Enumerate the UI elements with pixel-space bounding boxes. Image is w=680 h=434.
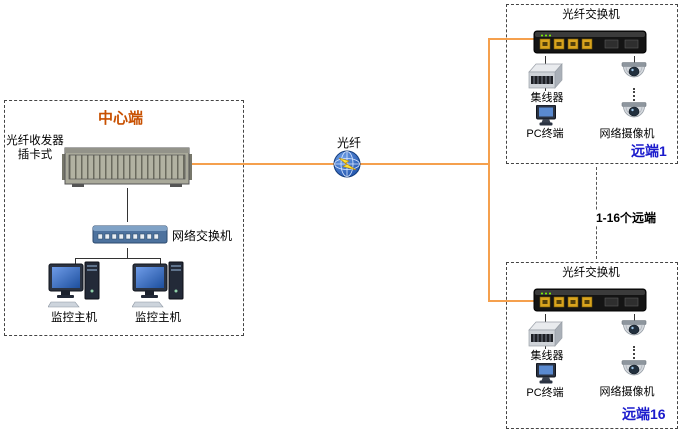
line-to-host1 bbox=[75, 258, 76, 268]
remote16-camera-label: 网络摄像机 bbox=[599, 386, 655, 398]
network-switch-label: 网络交换机 bbox=[172, 229, 233, 243]
remote1-camera-ellipsis bbox=[633, 88, 635, 101]
transceiver-label-line1: 光纤收发器 bbox=[6, 135, 64, 147]
remote16-camera2-icon bbox=[621, 360, 647, 389]
remote1-camera2-icon bbox=[621, 102, 647, 131]
remote16-hub-label: 集线器 bbox=[524, 349, 570, 363]
remote1-pc-icon bbox=[535, 104, 557, 133]
remote1-line-switch-hub bbox=[545, 56, 546, 64]
remote1-name: 远端1 bbox=[631, 143, 667, 159]
monitor-host2-icon bbox=[131, 261, 186, 314]
host1-label: 监控主机 bbox=[51, 312, 97, 324]
remote1-line-switch-camera bbox=[634, 56, 635, 63]
monitor-host1-icon bbox=[47, 261, 102, 314]
remote16-group-box bbox=[506, 262, 678, 429]
remote16-fiber-switch-icon bbox=[533, 286, 647, 319]
line-to-host2 bbox=[160, 258, 161, 268]
remote16-line-switch-hub bbox=[545, 314, 546, 322]
line-hosts-horizontal bbox=[75, 258, 161, 259]
remote1-camera-label: 网络摄像机 bbox=[599, 128, 655, 140]
remote1-hub-label: 集线器 bbox=[524, 91, 570, 105]
fiber-label: 光纤 bbox=[337, 136, 362, 150]
host2-label: 监控主机 bbox=[135, 312, 181, 324]
remote1-fiber-switch-icon bbox=[533, 28, 647, 61]
fiber-link-trunk bbox=[488, 38, 490, 302]
remote-range-label: 1-16个远端 bbox=[584, 211, 668, 225]
transceiver-label-line2: 插卡式 bbox=[17, 149, 53, 161]
remote1-hub-icon bbox=[526, 62, 564, 95]
remote1-switch-label: 光纤交换机 bbox=[562, 9, 620, 21]
fiber-transceiver-chassis-icon bbox=[62, 146, 192, 193]
remote16-hub-icon bbox=[526, 320, 564, 353]
remote1-group-box bbox=[506, 4, 678, 164]
remote16-camera1-icon bbox=[621, 320, 647, 349]
remote1-camera1-icon bbox=[621, 62, 647, 91]
line-switch-down bbox=[127, 248, 128, 258]
remote16-line-switch-camera bbox=[634, 314, 635, 321]
network-switch-icon bbox=[92, 222, 168, 253]
remote16-pc-label: PC终端 bbox=[526, 387, 564, 399]
line-chassis-to-switch bbox=[127, 188, 128, 222]
remote16-pc-icon bbox=[535, 362, 557, 391]
remote1-pc-label: PC终端 bbox=[526, 128, 564, 140]
center-title: 中心端 bbox=[98, 110, 144, 127]
remote16-name: 远端16 bbox=[622, 406, 666, 422]
remote16-switch-label: 光纤交换机 bbox=[562, 267, 620, 279]
transceiver-label: 光纤收发器 插卡式 bbox=[6, 134, 64, 162]
fiber-link-remote16 bbox=[490, 300, 534, 302]
center-group-box bbox=[4, 100, 244, 336]
fiber-link-remote1 bbox=[490, 38, 534, 40]
remote16-camera-ellipsis bbox=[633, 346, 635, 359]
internet-globe-icon bbox=[333, 150, 361, 183]
